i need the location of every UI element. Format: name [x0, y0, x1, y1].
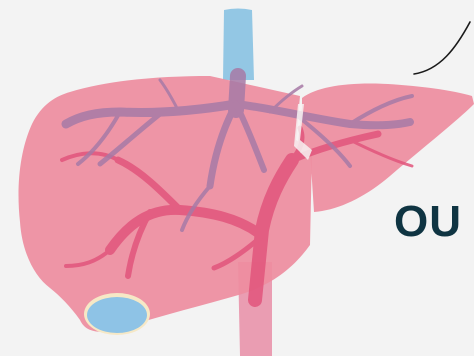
- caption-text: OU: [394, 196, 462, 248]
- gallbladder-shape: [87, 297, 147, 333]
- pointer-line: [414, 22, 470, 74]
